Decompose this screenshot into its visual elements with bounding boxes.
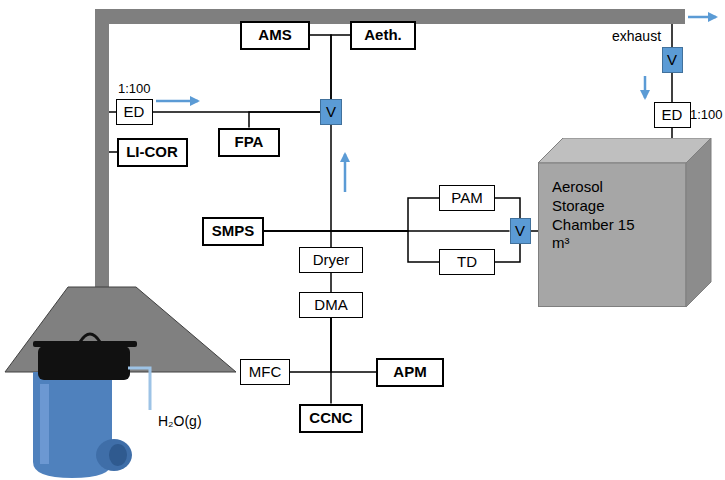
tube-connector [495,198,520,218]
tube-connector [264,198,439,231]
box-label: APM [393,363,426,380]
process-box: ED [654,102,691,128]
box-label: MFC [249,363,282,380]
instrument-box: Aeth. [350,21,416,50]
valve-box: V [320,99,342,125]
exhaust-duct [95,9,109,289]
box-label: PAM [451,189,482,206]
instrument-box: CCNC [299,404,363,433]
burner-nozzle-opening [109,444,127,466]
tube-connector [310,35,331,99]
annotation-label: 1:100 [118,82,151,96]
process-box: TD [439,249,495,275]
chamber-top [538,138,711,163]
box-label: V [326,103,336,120]
tube-connector [330,273,332,292]
process-box: DMA [299,292,363,318]
tube-connector [249,112,320,128]
burner-cap [38,346,130,380]
box-label: Aerosol Storage Chamber 15 m³ [552,178,648,253]
flow-arrow [688,16,716,19]
box-label: V [515,222,525,239]
box-label: Aeth. [364,26,402,43]
tube-connector [331,318,376,372]
valve-box: V [662,47,683,73]
annotation-label: H₂O(g) [158,414,202,429]
tube-connector [671,128,673,138]
tube-connector [671,73,673,102]
water-vapour-line [128,368,150,410]
flow-arrow [156,100,198,103]
instrument-box: SMPS [202,217,264,246]
process-box: MFC [240,359,290,385]
tube-connector [531,230,539,232]
burner-highlight [40,384,49,464]
annotation-label: 1:100 [690,108,723,122]
burner-nozzle [96,439,132,471]
valve-box: V [510,218,531,244]
box-label: ED [124,103,145,120]
instrument-box: FPA [218,128,280,157]
box-label: SMPS [212,222,255,239]
tube-connector [331,35,350,99]
chamber-front [539,163,687,307]
box-label: FPA [235,133,264,150]
box-label: LI-COR [126,143,178,160]
flow-arrow [644,76,647,98]
chamber-side [686,138,711,307]
box-label: ED [662,106,683,123]
tube-connector [330,125,332,247]
box-label: Dryer [313,251,350,268]
process-box: ED [116,99,153,125]
chamber-box: Aerosol Storage Chamber 15 m³ [538,138,712,308]
box-label: AMS [258,26,291,43]
box-label: TD [457,253,477,270]
process-box: PAM [439,185,495,211]
instrument-box: LI-COR [117,138,188,167]
box-label: V [667,51,677,68]
flow-arrow [344,154,347,192]
instrument-box: AMS [240,21,310,50]
instrument-box: APM [376,358,444,387]
burner-dome [80,334,100,342]
tube-connector [495,244,520,262]
burner-plate [33,341,137,347]
tube-connector [290,318,331,372]
annotation-label: exhaust [612,29,661,44]
box-label: CCNC [309,409,352,426]
box-label: DMA [314,296,347,313]
process-box: Dryer [299,247,363,273]
